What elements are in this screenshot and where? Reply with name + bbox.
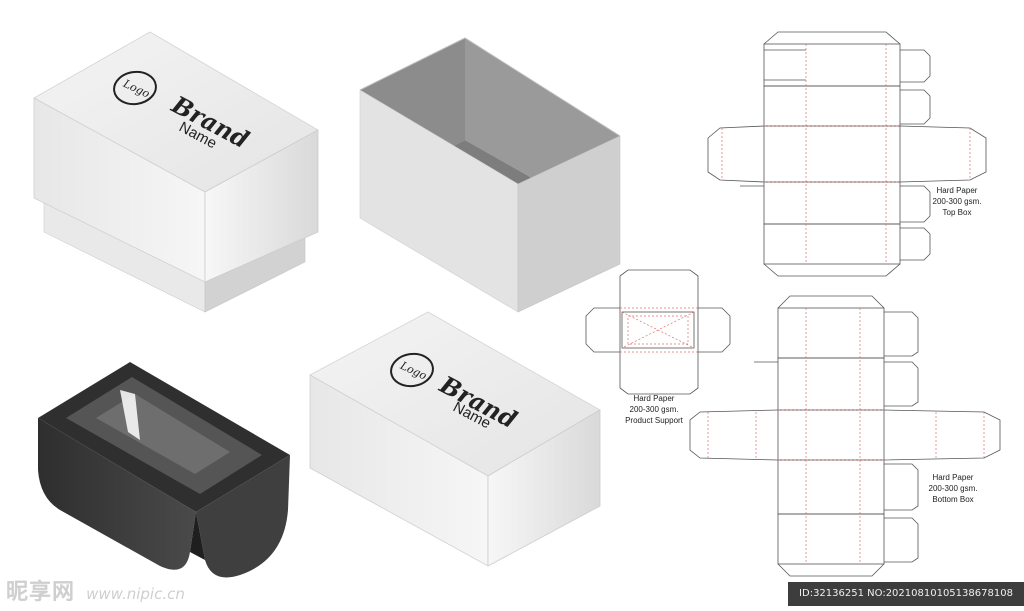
- insert-corner-gap: [190, 512, 205, 560]
- dieline-top-label-1: Hard Paper: [937, 186, 978, 195]
- tray-side-face: [517, 135, 621, 313]
- dieline-top-label-2: 200-300 gsm.: [933, 197, 982, 206]
- logo-circle: [113, 70, 157, 106]
- insert-front-wall: [38, 418, 196, 570]
- logo-circle: [390, 352, 434, 388]
- open-tray-box: [359, 37, 621, 313]
- watermark-url: www.nipic.cn: [86, 585, 185, 603]
- closed-box-with-base: Logo Brand Name: [33, 31, 319, 313]
- lid-side-face: [204, 129, 319, 283]
- dieline-bottom-label-1: Hard Paper: [933, 473, 974, 482]
- dark-product-support-insert: [38, 362, 290, 578]
- watermark-id-bar: ID:32136251 NO:20210810105138678108: [788, 582, 1024, 606]
- dieline-top-box: [707, 31, 987, 277]
- dieline-bottom-label-3: Bottom Box: [932, 495, 973, 504]
- dieline-top-label-3: Top Box: [943, 208, 972, 217]
- closed-lid-box: Logo Brand Name: [309, 311, 601, 567]
- watermark-logo: 昵享网 www.nipic.cn: [6, 574, 185, 606]
- dieline-bottom-label-2: 200-300 gsm.: [929, 484, 978, 493]
- insert-slit: [120, 390, 140, 440]
- watermark-site-name: 昵享网: [6, 580, 76, 605]
- dieline-support-label-1: Hard Paper: [634, 394, 675, 403]
- dieline-bottom-box: [689, 295, 1001, 577]
- lid2-side-face: [487, 409, 601, 567]
- tray-rim: [359, 37, 621, 137]
- dieline-support-label-2: 200-300 gsm.: [630, 405, 679, 414]
- dieline-support-label-3: Product Support: [625, 416, 684, 425]
- insert-side-wall: [196, 455, 290, 578]
- dieline-product-support: [585, 269, 731, 395]
